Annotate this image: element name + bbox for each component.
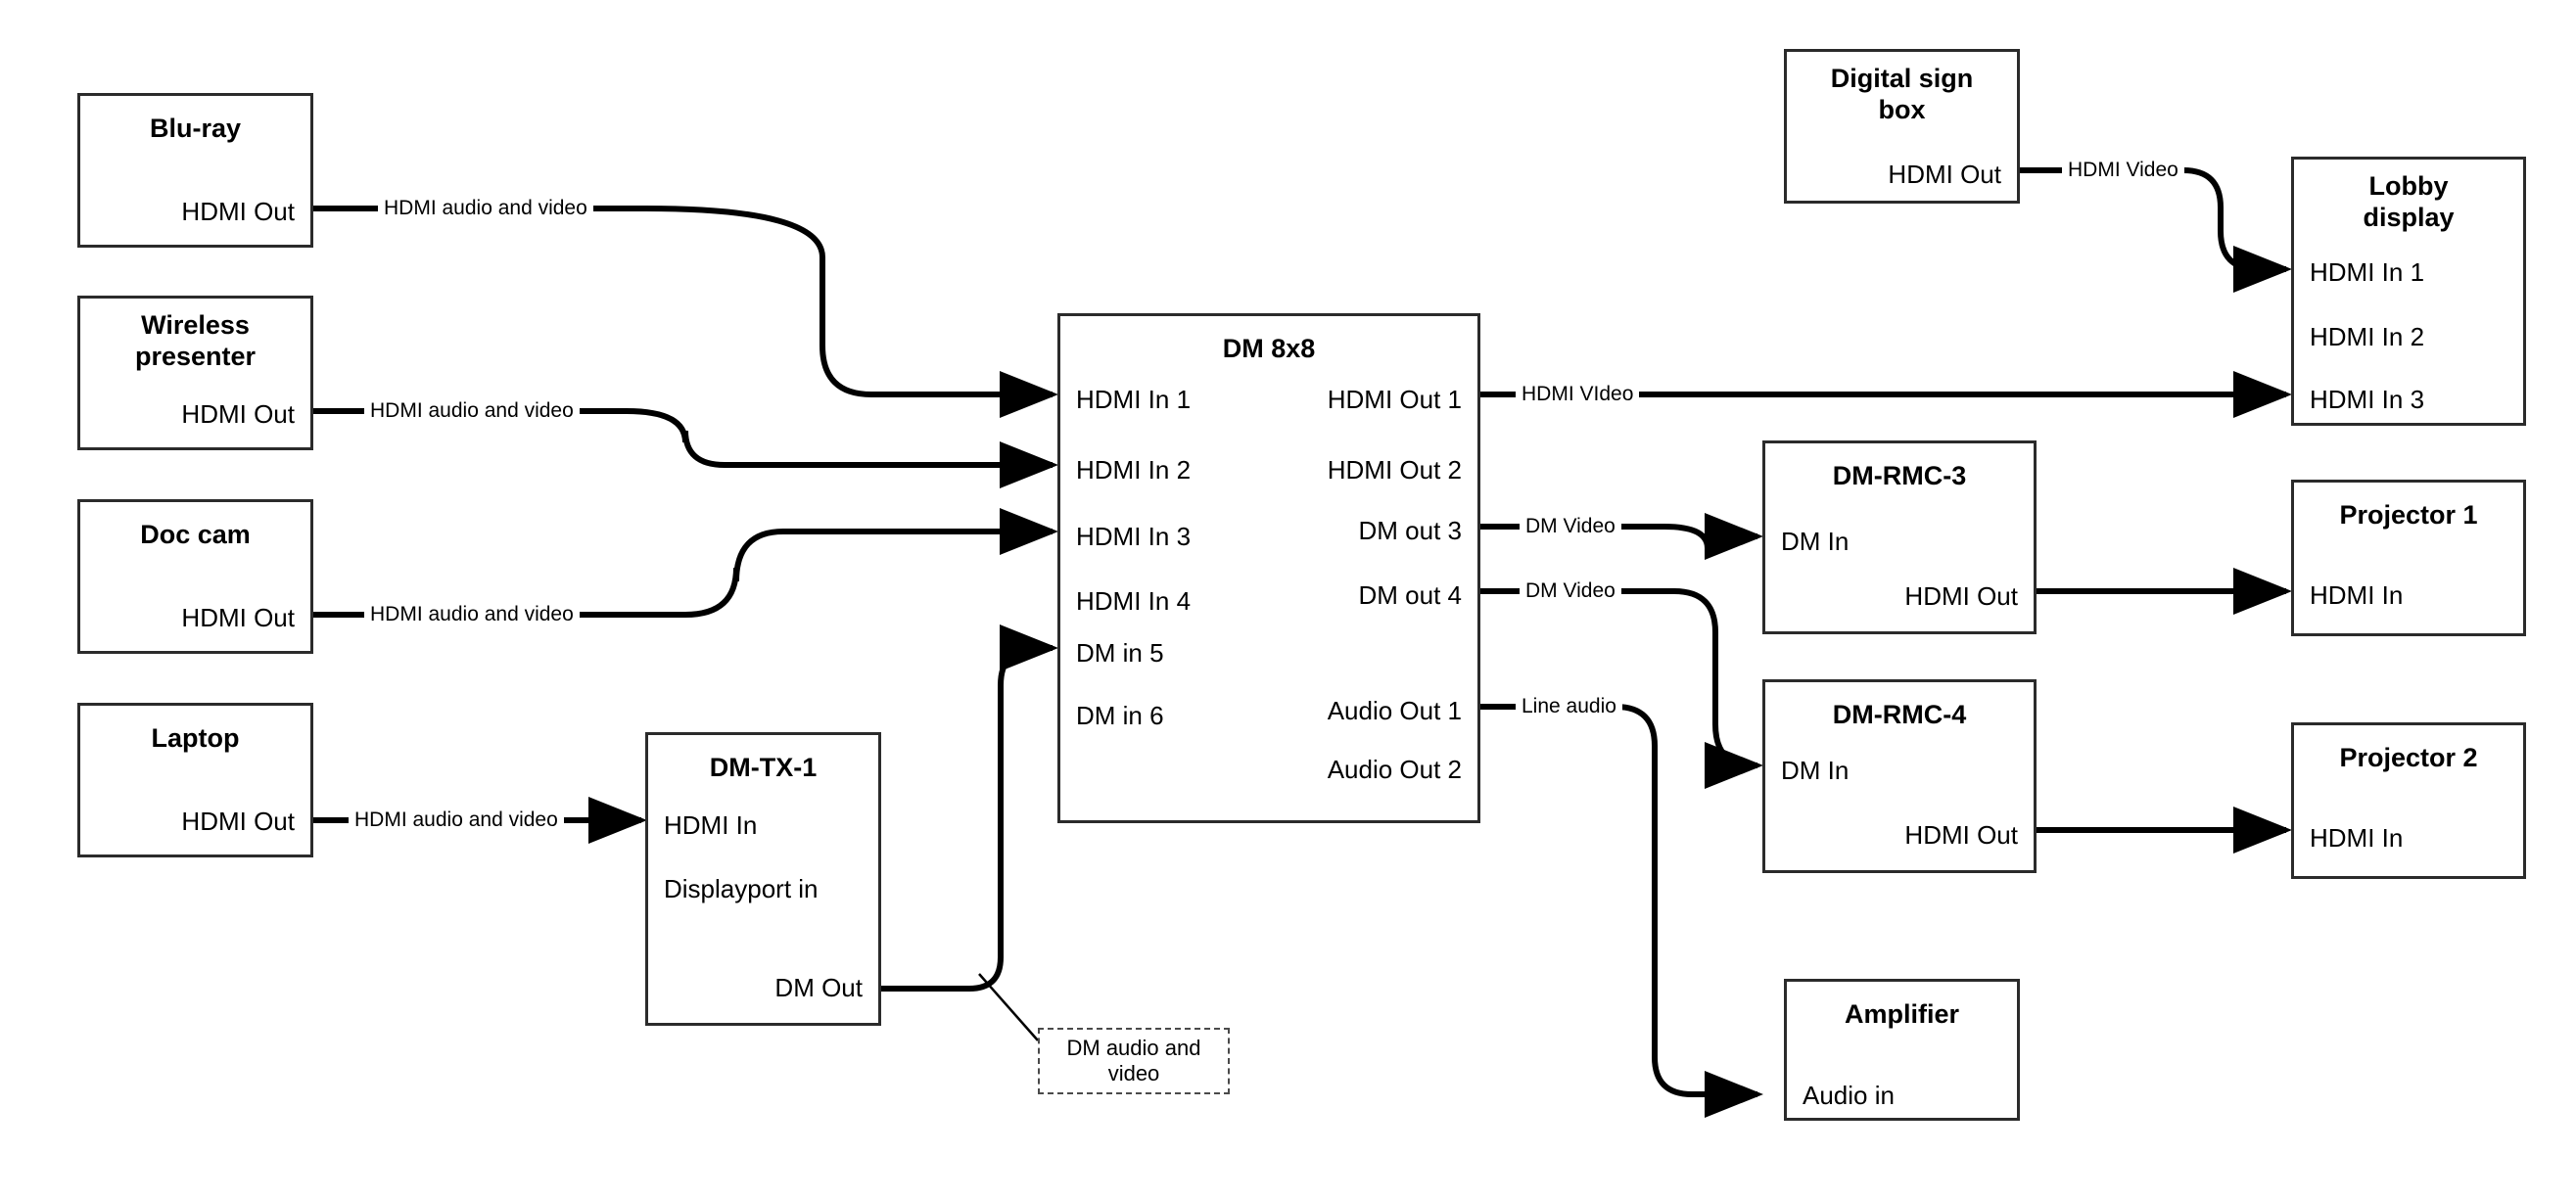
port-dm8x8-hdmi-in-1[interactable]: HDMI In 1 <box>1076 385 1192 414</box>
edge-label-audio1-to-amp: Line audio <box>1516 695 1622 718</box>
node-title-line2: presenter <box>134 342 257 371</box>
port-lobby-hdmi-in-3[interactable]: HDMI In 3 <box>2310 385 2425 414</box>
node-title: Doc cam <box>140 520 251 549</box>
port-dm8x8-dm-out-4[interactable]: DM out 4 <box>1358 580 1463 610</box>
annotation-leader-line <box>978 973 1039 1041</box>
node-title-line2: box <box>1878 95 1926 124</box>
port-lobby-hdmi-in-1[interactable]: HDMI In 1 <box>2310 257 2425 287</box>
port-dm8x8-dm-in-6[interactable]: DM in 6 <box>1076 701 1164 730</box>
wire-out3-to-rmc3 <box>1479 513 1763 560</box>
port-doccam-hdmi-out[interactable]: HDMI Out <box>181 603 295 632</box>
port-rmc4-dm-in[interactable]: DM In <box>1781 756 1850 785</box>
node-dm-rmc-4[interactable]: DM-RMC-4 DM In HDMI Out <box>1762 679 2037 873</box>
edge-label-out1-to-lobby-in3: HDMI VIdeo <box>1516 383 1640 406</box>
port-bluray-hdmi-out[interactable]: HDMI Out <box>181 197 295 226</box>
port-proj1-hdmi-in[interactable]: HDMI In <box>2310 580 2404 610</box>
node-title-line1: Digital sign <box>1830 64 1974 93</box>
node-title-line2: display <box>2363 203 2455 232</box>
port-wireless-hdmi-out[interactable]: HDMI Out <box>181 399 295 429</box>
node-bluray[interactable]: Blu-ray HDMI Out <box>77 93 313 248</box>
node-title-line1: Lobby <box>2368 171 2449 201</box>
node-title: Laptop <box>151 723 240 753</box>
wire-dmtx1-to-in5 <box>881 624 1058 992</box>
port-dmtx1-dm-out[interactable]: DM Out <box>774 973 863 1002</box>
node-doc-cam[interactable]: Doc cam HDMI Out <box>77 499 313 654</box>
port-amp-audio-in[interactable]: Audio in <box>1803 1081 1895 1110</box>
port-laptop-hdmi-out[interactable]: HDMI Out <box>181 807 295 836</box>
port-dm8x8-hdmi-out-1[interactable]: HDMI Out 1 <box>1327 385 1462 414</box>
port-rmc3-hdmi-out[interactable]: HDMI Out <box>1904 581 2018 611</box>
edge-label-bluray-to-in1: HDMI audio and video <box>378 197 593 220</box>
node-digital-sign-box[interactable]: Digital sign box HDMI Out <box>1784 49 2020 204</box>
edge-label-doccam-to-in3: HDMI audio and video <box>364 603 580 626</box>
port-proj2-hdmi-in[interactable]: HDMI In <box>2310 823 2404 853</box>
wire-signbox-to-lobby-in1 <box>2020 167 2292 293</box>
node-title: Projector 1 <box>2339 500 2478 530</box>
port-dm8x8-audio-out-1[interactable]: Audio Out 1 <box>1327 696 1462 725</box>
node-title-line1: Wireless <box>141 310 250 340</box>
port-dm8x8-hdmi-in-3[interactable]: HDMI In 3 <box>1076 522 1192 551</box>
port-dm8x8-audio-out-2[interactable]: Audio Out 2 <box>1327 755 1462 784</box>
node-projector-1[interactable]: Projector 1 HDMI In <box>2291 480 2526 636</box>
port-dm8x8-hdmi-in-2[interactable]: HDMI In 2 <box>1076 455 1192 485</box>
node-wireless-presenter[interactable]: Wireless presenter HDMI Out <box>77 296 313 450</box>
node-dm-tx-1[interactable]: DM-TX-1 HDMI In Displayport in DM Out <box>645 732 881 1026</box>
node-amplifier[interactable]: Amplifier Audio in <box>1784 979 2020 1121</box>
node-title: Projector 2 <box>2339 743 2478 772</box>
port-dm8x8-dm-in-5[interactable]: DM in 5 <box>1076 638 1164 668</box>
wire-doccam-to-in3 <box>313 508 1058 618</box>
node-title: DM-TX-1 <box>709 753 818 782</box>
port-dm8x8-hdmi-out-2[interactable]: HDMI Out 2 <box>1327 455 1462 485</box>
node-title: DM-RMC-4 <box>1832 700 1967 729</box>
edge-label-laptop-to-dmtx1: HDMI audio and video <box>349 808 564 832</box>
wire-audio1-to-amp <box>1479 704 1763 1118</box>
port-rmc4-hdmi-out[interactable]: HDMI Out <box>1904 820 2018 850</box>
port-dm8x8-hdmi-in-4[interactable]: HDMI In 4 <box>1076 586 1192 616</box>
wire-wireless-to-in2 <box>313 408 1058 488</box>
annotation-dm-audio-and-video: DM audio and video <box>1038 1028 1230 1094</box>
node-title: DM 8x8 <box>1222 334 1316 363</box>
edge-label-out3-to-rmc3: DM Video <box>1520 515 1621 538</box>
node-projector-2[interactable]: Projector 2 HDMI In <box>2291 722 2526 879</box>
port-dm8x8-dm-out-3[interactable]: DM out 3 <box>1358 516 1463 545</box>
wire-bluray-to-in1 <box>313 206 1058 418</box>
edge-label-wireless-to-in2: HDMI audio and video <box>364 399 580 423</box>
port-lobby-hdmi-in-2[interactable]: HDMI In 2 <box>2310 322 2425 351</box>
wire-out4-to-rmc4 <box>1479 588 1763 789</box>
port-dmtx1-hdmi-in[interactable]: HDMI In <box>664 810 758 840</box>
port-rmc3-dm-in[interactable]: DM In <box>1781 527 1850 556</box>
node-title: Amplifier <box>1844 999 1960 1029</box>
node-dm-8x8[interactable]: DM 8x8 HDMI In 1 HDMI In 2 HDMI In 3 HDM… <box>1057 313 1480 823</box>
node-laptop[interactable]: Laptop HDMI Out <box>77 703 313 857</box>
node-title: Blu-ray <box>149 114 242 143</box>
port-signbox-hdmi-out[interactable]: HDMI Out <box>1888 160 2001 189</box>
node-lobby-display[interactable]: Lobby display HDMI In 1 HDMI In 2 HDMI I… <box>2291 157 2526 426</box>
edge-label-signbox-to-lobby-in1: HDMI Video <box>2062 159 2184 182</box>
node-title: DM-RMC-3 <box>1832 461 1967 490</box>
node-dm-rmc-3[interactable]: DM-RMC-3 DM In HDMI Out <box>1762 440 2037 634</box>
edge-label-out4-to-rmc4: DM Video <box>1520 579 1621 603</box>
port-dmtx1-displayport-in[interactable]: Displayport in <box>664 874 819 903</box>
